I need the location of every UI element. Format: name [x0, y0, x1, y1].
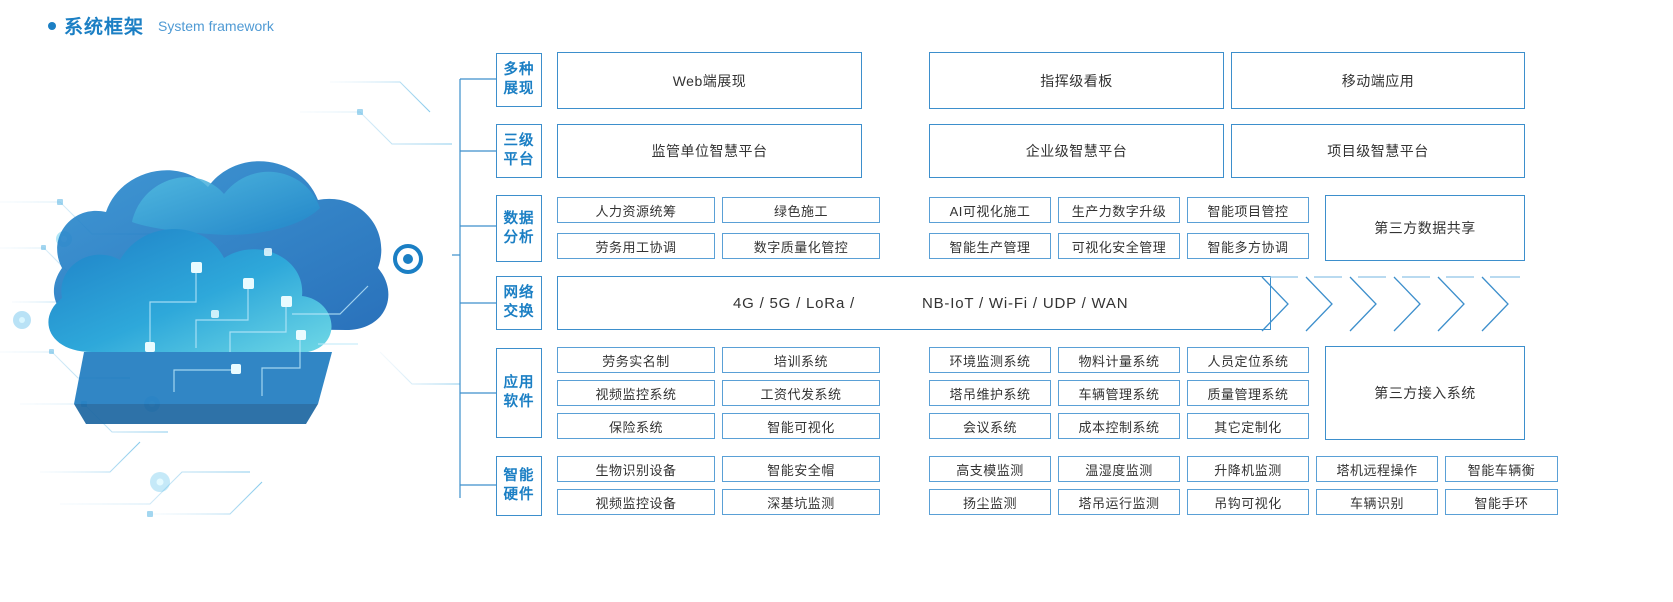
data-visual-safety-mgmt[interactable]: 可视化安全管理 [1058, 233, 1180, 259]
app-smart-visualization[interactable]: 智能可视化 [722, 413, 880, 439]
row-label-data-analysis: 数据 分析 [496, 195, 542, 262]
data-hr-coordination[interactable]: 人力资源统筹 [557, 197, 715, 223]
app-training-system[interactable]: 培训系统 [722, 347, 880, 373]
row-label-line: 软件 [503, 394, 535, 410]
bullet-dot-icon [48, 21, 56, 30]
row-label-line: 硬件 [503, 487, 535, 503]
network-text-right: NB-IoT / Wi-Fi / UDP / WAN [922, 294, 1129, 312]
hw-high-formwork-monitoring[interactable]: 高支模监测 [929, 456, 1051, 482]
app-insurance-system[interactable]: 保险系统 [557, 413, 715, 439]
row-label-network-exchange: 网络 交换 [496, 276, 542, 330]
hw-vehicle-recognition[interactable]: 车辆识别 [1316, 489, 1438, 515]
data-smart-project-control[interactable]: 智能项目管控 [1187, 197, 1309, 223]
platform-enterprise[interactable]: 企业级智慧平台 [929, 124, 1224, 178]
data-multiparty-coordination[interactable]: 智能多方协调 [1187, 233, 1309, 259]
app-environment-monitoring[interactable]: 环境监测系统 [929, 347, 1051, 373]
hw-biometric-device[interactable]: 生物识别设备 [557, 456, 715, 482]
row-label-line: 网络 [503, 285, 535, 301]
data-digital-quality-control[interactable]: 数字质量化管控 [722, 233, 880, 259]
row-label-application-software: 应用 软件 [496, 348, 542, 438]
data-productivity-upgrade[interactable]: 生产力数字升级 [1058, 197, 1180, 223]
data-green-construction[interactable]: 绿色施工 [722, 197, 880, 223]
data-ai-visual-construction[interactable]: AI可视化施工 [929, 197, 1051, 223]
platform-project[interactable]: 项目级智慧平台 [1231, 124, 1525, 178]
row-label-smart-hardware: 智能 硬件 [496, 456, 542, 516]
app-meeting-system[interactable]: 会议系统 [929, 413, 1051, 439]
page-subtitle: System framework [158, 17, 274, 34]
hw-hook-visualization[interactable]: 吊钩可视化 [1187, 489, 1309, 515]
row-label-line: 展现 [503, 81, 535, 97]
platform-supervisor[interactable]: 监管单位智慧平台 [557, 124, 862, 178]
app-labor-realname[interactable]: 劳务实名制 [557, 347, 715, 373]
app-video-monitoring-system[interactable]: 视频监控系统 [557, 380, 715, 406]
network-text-left: 4G / 5G / LoRa / [733, 294, 856, 312]
app-crane-maintenance[interactable]: 塔吊维护系统 [929, 380, 1051, 406]
app-vehicle-management[interactable]: 车辆管理系统 [1058, 380, 1180, 406]
row-label-line: 分析 [503, 229, 535, 246]
row-label-line: 智能 [503, 468, 535, 484]
row-label-line: 交换 [503, 304, 535, 320]
hw-dust-monitoring[interactable]: 扬尘监测 [929, 489, 1051, 515]
presentation-mobile-app[interactable]: 移动端应用 [1231, 52, 1525, 109]
hw-tower-remote-operation[interactable]: 塔机远程操作 [1316, 456, 1438, 482]
row-label-line: 三级 [503, 133, 535, 149]
row-label-line: 平台 [503, 152, 535, 168]
network-flow-chevrons [1261, 276, 1520, 332]
app-payroll-system[interactable]: 工资代发系统 [722, 380, 880, 406]
presentation-web[interactable]: Web端展现 [557, 52, 862, 109]
page-header: 系统框架 System framework [48, 12, 274, 39]
hw-smart-helmet[interactable]: 智能安全帽 [722, 456, 880, 482]
hw-hoist-monitoring[interactable]: 升降机监测 [1187, 456, 1309, 482]
app-personnel-positioning[interactable]: 人员定位系统 [1187, 347, 1309, 373]
app-cost-control-system[interactable]: 成本控制系统 [1058, 413, 1180, 439]
app-third-party-access[interactable]: 第三方接入系统 [1325, 346, 1525, 440]
hw-temp-humidity-monitoring[interactable]: 温湿度监测 [1058, 456, 1180, 482]
data-labor-coordination[interactable]: 劳务用工协调 [557, 233, 715, 259]
hw-deep-pit-monitoring[interactable]: 深基坑监测 [722, 489, 880, 515]
connector-tree [452, 78, 496, 498]
presentation-command-board[interactable]: 指挥级看板 [929, 52, 1224, 109]
network-band-bar[interactable] [557, 276, 1271, 330]
system-framework-diagram: 多种 展现 Web端展现 指挥级看板 移动端应用 三级 平台 监管单位智慧平台 … [452, 48, 1673, 526]
data-third-party-sharing[interactable]: 第三方数据共享 [1325, 195, 1525, 261]
page-title: 系统框架 [64, 17, 145, 38]
app-material-metering[interactable]: 物料计量系统 [1058, 347, 1180, 373]
hw-smart-wristband[interactable]: 智能手环 [1445, 489, 1558, 515]
hw-video-monitoring-device[interactable]: 视频监控设备 [557, 489, 715, 515]
app-other-customization[interactable]: 其它定制化 [1187, 413, 1309, 439]
row-label-platform: 三级 平台 [496, 124, 542, 178]
row-label-line: 应用 [503, 375, 535, 391]
cloud-network-illustration [0, 52, 470, 542]
hw-crane-operation-monitoring[interactable]: 塔吊运行监测 [1058, 489, 1180, 515]
row-label-presentation: 多种 展现 [496, 53, 542, 107]
hw-smart-weighbridge[interactable]: 智能车辆衡 [1445, 456, 1558, 482]
row-label-line: 数据 [503, 210, 535, 227]
app-quality-management[interactable]: 质量管理系统 [1187, 380, 1309, 406]
data-smart-production-mgmt[interactable]: 智能生产管理 [929, 233, 1051, 259]
row-label-line: 多种 [503, 62, 535, 78]
